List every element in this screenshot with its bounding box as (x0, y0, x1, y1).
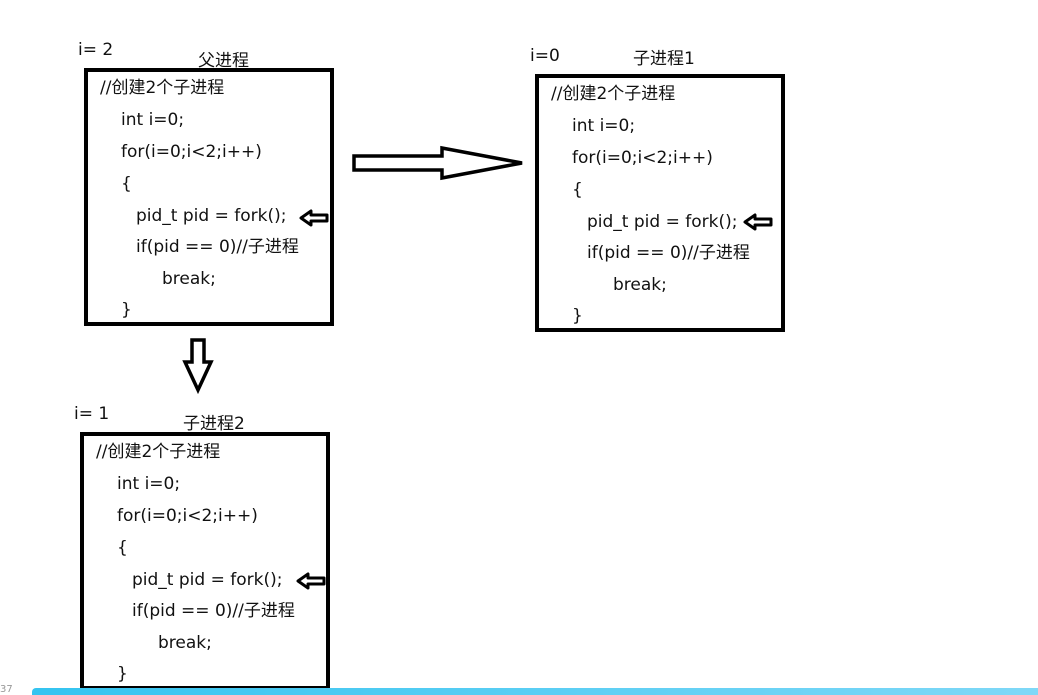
code-line-close-brace: } (121, 300, 132, 320)
code-line-if: if(pid == 0)//子进程 (136, 237, 299, 257)
code-line-comment: //创建2个子进程 (551, 84, 676, 104)
corner-text: 37 (0, 684, 13, 695)
parent-i-label: i= 2 (78, 40, 114, 60)
code-line-for: for(i=0;i<2;i++) (572, 148, 713, 168)
code-line-open-brace: { (572, 180, 583, 200)
code-line-for: for(i=0;i<2;i++) (117, 506, 258, 526)
code-line-open-brace: { (117, 538, 128, 558)
code-line-comment: //创建2个子进程 (100, 78, 225, 98)
code-line-fork: pid_t pid = fork(); (136, 206, 287, 226)
code-line-close-brace: } (117, 664, 128, 684)
bottom-progress-bar (32, 688, 1038, 695)
child1-fork-pointer-arrow (743, 213, 773, 231)
code-line-if: if(pid == 0)//子进程 (132, 601, 295, 621)
child1-i-label: i=0 (530, 46, 560, 66)
child2-i-label: i= 1 (74, 404, 110, 424)
code-line-close-brace: } (572, 306, 583, 326)
code-line-int: int i=0; (117, 474, 181, 494)
code-line-comment: //创建2个子进程 (96, 442, 221, 462)
code-line-fork: pid_t pid = fork(); (587, 212, 738, 232)
code-line-int: int i=0; (121, 110, 185, 130)
code-line-break: break; (613, 275, 667, 295)
code-line-break: break; (158, 633, 212, 653)
code-line-fork: pid_t pid = fork(); (132, 570, 283, 590)
code-line-int: int i=0; (572, 116, 636, 136)
child1-title: 子进程1 (633, 49, 695, 69)
parent-process-box: //创建2个子进程 int i=0; for(i=0;i<2;i++) { pi… (84, 68, 334, 326)
child2-process-box: //创建2个子进程 int i=0; for(i=0;i<2;i++) { pi… (80, 432, 330, 690)
child1-process-box: //创建2个子进程 int i=0; for(i=0;i<2;i++) { pi… (535, 74, 785, 332)
parent-title: 父进程 (198, 51, 249, 71)
down-arrow-to-child2 (182, 338, 214, 395)
child2-title: 子进程2 (183, 414, 245, 434)
parent-fork-pointer-arrow (299, 209, 329, 227)
code-line-open-brace: { (121, 174, 132, 194)
code-line-for: for(i=0;i<2;i++) (121, 142, 262, 162)
child2-fork-pointer-arrow (296, 572, 326, 590)
right-arrow-to-child1 (352, 145, 523, 181)
code-line-break: break; (162, 269, 216, 289)
code-line-if: if(pid == 0)//子进程 (587, 243, 750, 263)
